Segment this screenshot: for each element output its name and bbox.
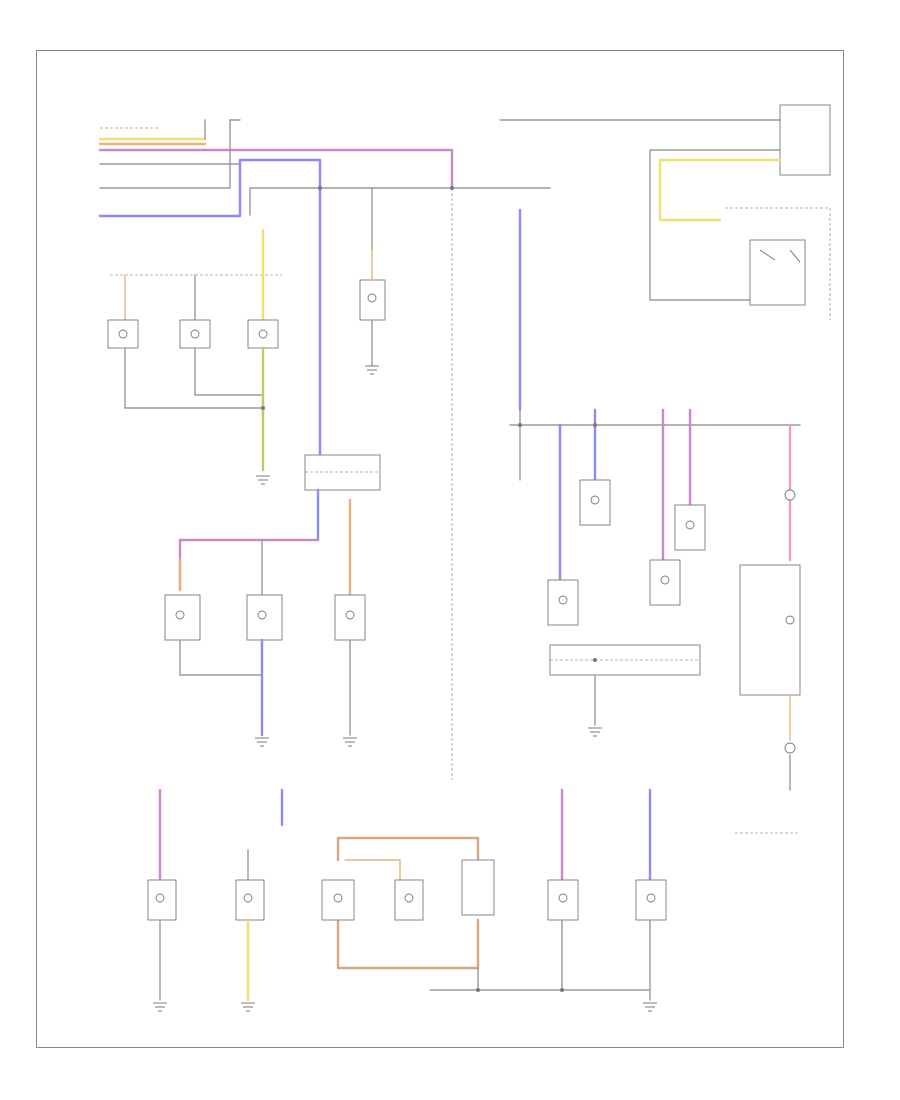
splice-icon bbox=[518, 423, 522, 427]
ground-icon bbox=[256, 475, 270, 485]
lamp-icon bbox=[175, 610, 185, 620]
ground-icon bbox=[588, 727, 602, 737]
lamp-icon bbox=[590, 495, 600, 505]
diagram-frame bbox=[36, 50, 844, 1048]
right-middle-section bbox=[509, 208, 801, 834]
lamp-icon bbox=[685, 520, 695, 530]
switch-icon bbox=[759, 249, 801, 263]
splice-icon bbox=[450, 186, 454, 190]
lamp-icon bbox=[404, 893, 414, 903]
lamp-icon bbox=[785, 615, 795, 625]
ground-icon bbox=[343, 737, 357, 747]
splice-icon bbox=[593, 658, 597, 662]
lamp-icon bbox=[345, 610, 355, 620]
lamp-icon bbox=[190, 329, 200, 339]
ground-icon bbox=[153, 1002, 167, 1012]
lamp-icon bbox=[367, 293, 377, 303]
lamp-icon bbox=[333, 893, 343, 903]
lamp-icon bbox=[243, 893, 253, 903]
splice-nodes bbox=[318, 186, 597, 992]
lamp-icon bbox=[258, 329, 268, 339]
splice-icon bbox=[318, 186, 322, 190]
lamp-icon bbox=[118, 329, 128, 339]
ground-icon bbox=[365, 365, 379, 375]
bottom-lamp-row bbox=[147, 788, 667, 1012]
ground-icon bbox=[643, 1002, 657, 1012]
splice-icon bbox=[593, 423, 597, 427]
ground-icon bbox=[241, 1002, 255, 1012]
lamp-icon bbox=[784, 489, 796, 501]
lamp-icon bbox=[257, 610, 267, 620]
ground-icon bbox=[255, 737, 269, 747]
middle-lamp-row bbox=[164, 498, 366, 747]
splice-icon bbox=[560, 988, 564, 992]
lamp-icon bbox=[646, 893, 656, 903]
dimmer-section bbox=[304, 186, 386, 542]
lamp-icon bbox=[660, 575, 670, 585]
top-harness bbox=[98, 119, 551, 218]
lamp-icon bbox=[155, 893, 165, 903]
right-top-section bbox=[499, 104, 831, 320]
lamp-icon bbox=[558, 893, 568, 903]
lamp-icon bbox=[784, 742, 796, 754]
left-switch-cluster bbox=[107, 228, 282, 485]
splice-icon bbox=[476, 988, 480, 992]
lamp-icon bbox=[558, 595, 568, 605]
